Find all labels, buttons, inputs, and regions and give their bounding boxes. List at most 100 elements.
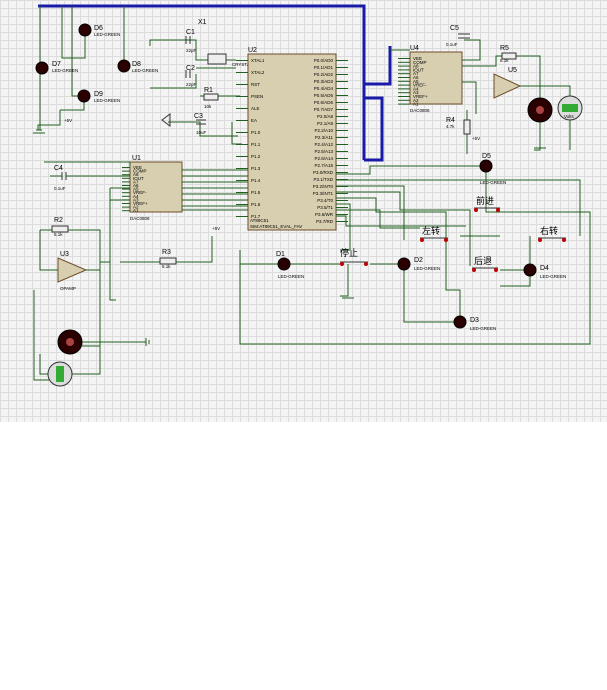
pin-label: VEE — [413, 56, 422, 61]
empty-area — [0, 422, 607, 690]
pin-label: P1.1 — [251, 142, 261, 147]
d3-type: LED-GREEN — [470, 326, 496, 331]
r2-label: R2 — [54, 217, 63, 224]
vcc-label-r4: +5V — [472, 136, 480, 141]
d4-type: LED-GREEN — [540, 274, 566, 279]
led-d8[interactable] — [117, 59, 131, 73]
pin-label: RST — [251, 82, 260, 87]
pin-label: PSEN — [251, 94, 263, 99]
opamp-u5[interactable]: U5 R5 5.1k Volts — [493, 45, 583, 151]
c5-label: C5 — [450, 25, 459, 32]
pin-label: P1.5 — [251, 190, 261, 195]
led-d7[interactable] — [35, 61, 49, 75]
crystal-label: CRYSTAL — [232, 62, 253, 67]
pin-label: A6 — [133, 183, 139, 188]
c2-label: C2 — [186, 65, 195, 72]
pin-label: IOUT — [133, 176, 144, 181]
resistor-r4[interactable] — [463, 119, 471, 135]
crystal-x1[interactable] — [207, 53, 227, 65]
button-forward[interactable]: 前进 — [474, 195, 500, 212]
button-left-label: 左转 — [422, 225, 440, 237]
pin-label: A5 — [133, 187, 139, 192]
led-d3[interactable] — [453, 315, 467, 329]
c3-value: 10uF — [196, 130, 207, 135]
d8-label: D8 — [132, 61, 141, 68]
d9-label: D9 — [94, 91, 103, 98]
pin-label: P1.7 — [251, 214, 261, 219]
pin-label: A1 — [133, 208, 139, 213]
pin-label: A1 — [413, 102, 419, 107]
d5-label: D5 — [482, 153, 491, 160]
voltmeter-unit: Volts — [564, 114, 575, 119]
d3-label: D3 — [470, 317, 479, 324]
r4-label: R4 — [446, 117, 455, 124]
led-d2[interactable] — [397, 257, 411, 271]
r3-label: R3 — [162, 249, 171, 256]
d2-label: D2 — [414, 257, 423, 264]
pin-label: EA — [251, 118, 257, 123]
opamp-u3[interactable]: R2 5.1k U3 OPAMP R3 5.1k +5V — [33, 217, 220, 387]
button-stop-label: 停止 — [340, 247, 358, 259]
pin-label: XTAL2 — [251, 70, 265, 75]
d6-type: LED-GREEN — [94, 32, 120, 37]
pin-label: P2.3/A11 — [315, 135, 334, 140]
pin-label: P3.0/RXD — [313, 170, 334, 175]
pin-label: P3.6/WR — [315, 212, 334, 217]
d7-type: LED-GREEN — [52, 68, 78, 73]
pin-label: A8 — [413, 64, 419, 69]
pin-label: P1.2 — [251, 154, 261, 159]
pin-label: A6 — [413, 75, 419, 80]
u4-part: DAC0808 — [410, 108, 430, 113]
button-left[interactable]: 左转 — [420, 225, 448, 242]
resistor-r3[interactable] — [159, 257, 177, 265]
button-forward-label: 前进 — [476, 195, 494, 207]
button-backward[interactable]: 后退 — [472, 256, 498, 272]
c1-label: C1 — [186, 29, 195, 36]
resistor-r5[interactable] — [501, 52, 517, 60]
chip-u4[interactable]: U4 DAC0808 VEECOMPA8IOUTA7A6A5VREF-A4A3V… — [390, 25, 520, 154]
pin-label: P3.7/RD — [316, 219, 334, 224]
button-right-label: 右转 — [540, 225, 558, 237]
pin-label: A8 — [133, 172, 139, 177]
led-d9[interactable] — [77, 89, 91, 103]
button-right[interactable]: 右转 — [538, 225, 566, 242]
button-stop[interactable]: 停止 — [340, 247, 368, 266]
d4-label: D4 — [540, 265, 549, 272]
chip-u2[interactable]: U2 AT89C51 SIM:AT89C51_EVAL_FAV XTAL1XTA… — [236, 47, 348, 231]
pin-label: A2 — [413, 98, 419, 103]
pin-label: P0.6/AD6 — [314, 100, 334, 105]
pin-label: P0.4/AD4 — [314, 86, 334, 91]
u5-ref: U5 — [508, 67, 517, 74]
c4-value: 0.1uF — [54, 186, 66, 191]
led-d5[interactable] — [479, 159, 493, 173]
pin-label: A3 — [413, 90, 419, 95]
led-d6[interactable] — [78, 23, 92, 37]
circuit-diagram[interactable]: D6 LED-GREEN D7 LED-GREEN D8 LED-GREEN D… — [0, 0, 607, 422]
pin-label: P2.2/A10 — [314, 128, 333, 133]
pin-label: P1.4 — [251, 178, 261, 183]
pin-label: ALE — [251, 106, 260, 111]
led-d4[interactable] — [523, 263, 537, 277]
resistor-r2[interactable] — [51, 225, 69, 233]
pin-label: COMP — [413, 60, 427, 65]
control-wiring — [239, 165, 591, 345]
pin-label: VREF+ — [413, 94, 428, 99]
u3-part: OPAMP — [60, 286, 76, 291]
r1-label: R1 — [204, 87, 213, 94]
pin-label: P2.0/A8 — [317, 114, 334, 119]
d7-label: D7 — [52, 61, 61, 68]
chip-u1[interactable]: U1 DAC0808 VEECOMPA8IOUTA7A6A5VREF-A4A3V… — [44, 155, 248, 301]
resistor-r1[interactable] — [203, 93, 219, 101]
schematic-canvas[interactable]: D6 LED-GREEN D7 LED-GREEN D8 LED-GREEN D… — [0, 0, 607, 422]
pin-label: VREF- — [133, 190, 147, 195]
u2-ref: U2 — [248, 47, 257, 54]
led-d1[interactable] — [277, 257, 291, 271]
r5-label: R5 — [500, 45, 509, 52]
pin-label: P2.5/A13 — [314, 149, 333, 154]
pin-label: VREF- — [413, 83, 427, 88]
led-cluster-top-left: D6 LED-GREEN D7 LED-GREEN D8 LED-GREEN D… — [33, 6, 158, 134]
pin-label: VREF+ — [133, 201, 148, 206]
u3-ref: U3 — [60, 251, 69, 258]
pin-label: A4 — [133, 194, 139, 199]
